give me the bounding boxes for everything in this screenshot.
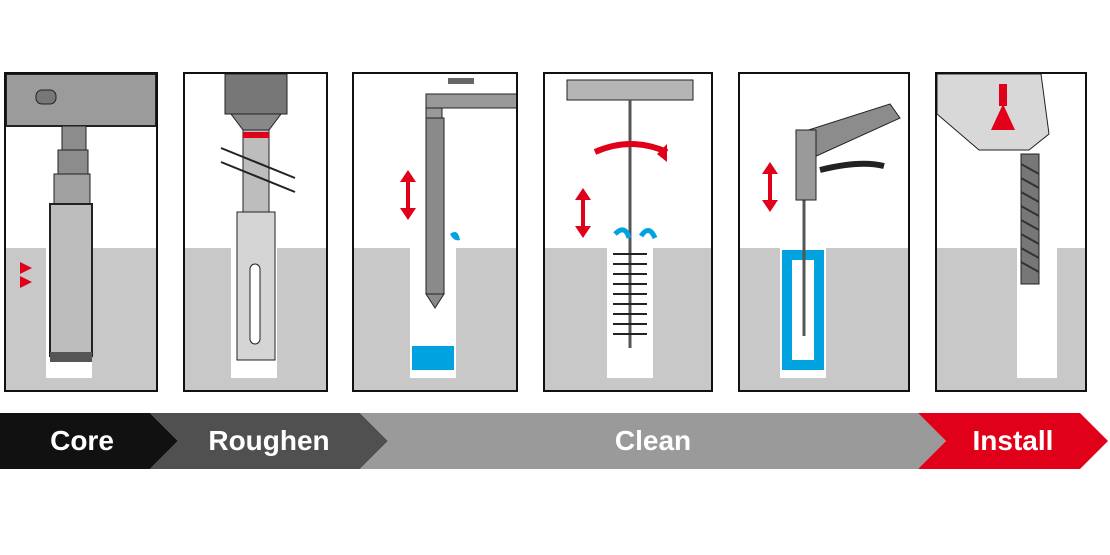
- step-roughen-arrow: [150, 413, 388, 469]
- step-core-label: Core: [50, 425, 114, 456]
- panel-water-flush: [352, 72, 518, 392]
- rotating-brush-icon: [545, 79, 711, 390]
- step-roughen-label: Roughen: [208, 425, 330, 456]
- water-tap-icon: [354, 78, 516, 390]
- step-bar: [0, 413, 1110, 469]
- step-install-arrow: [918, 413, 1108, 469]
- panel-install: [935, 72, 1087, 392]
- step-clean-label: Clean: [614, 425, 692, 456]
- panel-core: [4, 72, 158, 392]
- core-drill-icon: [6, 74, 156, 390]
- roughening-tool-icon: [185, 74, 326, 390]
- panel-roughen: [183, 72, 328, 392]
- air-gun-icon: [740, 103, 908, 390]
- step-core-arrow: [0, 413, 178, 469]
- panel-brush-clean: [543, 72, 713, 392]
- rebar-hand-icon: [937, 74, 1085, 390]
- step-clean-arrow: [360, 413, 946, 469]
- panel-air-blow: [738, 72, 910, 392]
- step-install-label: Install: [972, 425, 1054, 456]
